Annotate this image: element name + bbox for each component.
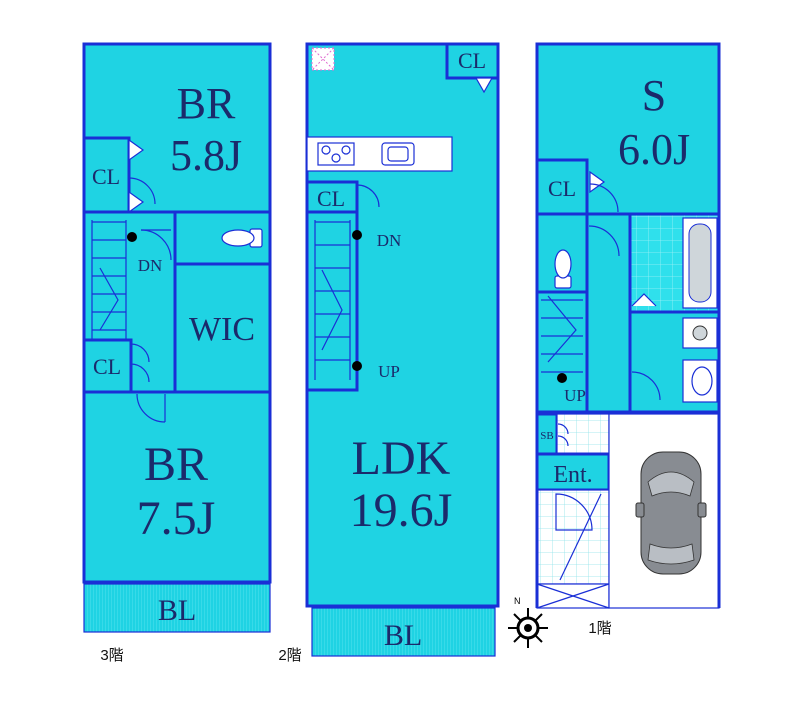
- sink-icon: [381, 142, 415, 166]
- cl-top-label: CL: [458, 48, 486, 73]
- cl-stair-label: CL: [317, 186, 345, 211]
- floor3-title: 3階: [100, 647, 123, 664]
- door-marker-icon: [474, 77, 494, 94]
- stair-dot-icon: [127, 232, 137, 242]
- floor1-title: 1階: [588, 620, 611, 637]
- up-label: UP: [378, 362, 400, 381]
- toilet-icon: [221, 228, 263, 248]
- stair-treads: [91, 220, 127, 340]
- toilet-icon: [554, 249, 572, 289]
- door-swing-icon: [588, 225, 620, 257]
- floor2-closet-top: [445, 42, 500, 80]
- stair-treads: [314, 220, 351, 380]
- cl2-label: CL: [93, 354, 121, 379]
- north-label: N: [514, 596, 521, 606]
- s-size: 6.0J: [618, 125, 690, 174]
- door-swing-icon: [589, 183, 619, 213]
- wic-label: WIC: [189, 311, 255, 348]
- sb-label: SB: [540, 430, 553, 442]
- bl3-label: BL: [158, 594, 196, 627]
- dn-label: DN: [377, 231, 402, 250]
- stair-dot-icon: [557, 373, 567, 383]
- door-marker-icon: [128, 138, 145, 162]
- stair-dot-icon: [352, 361, 362, 371]
- door-swing-icon: [356, 184, 380, 208]
- br-top-size: 5.8J: [170, 131, 242, 180]
- floor-2: CL CL DN UP LDK 19.6J BL 2階: [278, 42, 500, 664]
- floor1-porch: [536, 489, 610, 585]
- floor3-balcony: [83, 583, 271, 633]
- door-swing-icon: [128, 177, 156, 205]
- door-swing-icon: [130, 343, 150, 363]
- door-swing-icon: [555, 493, 593, 531]
- door-marker-icon: [631, 293, 657, 307]
- dn-label: DN: [138, 256, 163, 275]
- floor1-closet: [535, 158, 589, 216]
- up-label: UP: [564, 386, 586, 405]
- bl2-label: BL: [384, 619, 422, 652]
- ent-label: Ent.: [553, 462, 592, 488]
- compass-icon: N: [508, 596, 548, 648]
- floor2-balcony: [311, 607, 496, 657]
- floor3-wic: [173, 262, 272, 394]
- floor1-hall: [585, 212, 632, 414]
- floor-3: BR 5.8J CL DN WIC CL BR 7.5J BL 3階: [82, 42, 272, 664]
- floor2-title: 2階: [278, 647, 301, 664]
- s-name: S: [642, 71, 666, 120]
- stove-icon: [317, 142, 355, 166]
- cl-label: CL: [548, 176, 576, 201]
- br-top-name: BR: [177, 79, 236, 128]
- floor1-entrance-floor: [556, 413, 610, 455]
- stair-dot-icon: [352, 230, 362, 240]
- br-bottom-name: BR: [144, 438, 208, 491]
- stair-treads: [541, 295, 583, 373]
- ldk-name: LDK: [352, 432, 451, 485]
- door-marker-icon: [589, 170, 606, 194]
- floor1-stair: [535, 290, 589, 414]
- cl1-label: CL: [92, 164, 120, 189]
- floor-1: S 6.0J CL UP SB Ent. 1階: [535, 42, 721, 637]
- floor3-br-bottom: [82, 390, 272, 584]
- ldk-size: 19.6J: [350, 484, 453, 537]
- skylight-icon: [311, 47, 335, 71]
- br-bottom-size: 7.5J: [137, 492, 216, 545]
- door-swing-icon: [136, 393, 166, 423]
- door-swing-icon: [631, 371, 661, 401]
- car-icon: [635, 451, 707, 575]
